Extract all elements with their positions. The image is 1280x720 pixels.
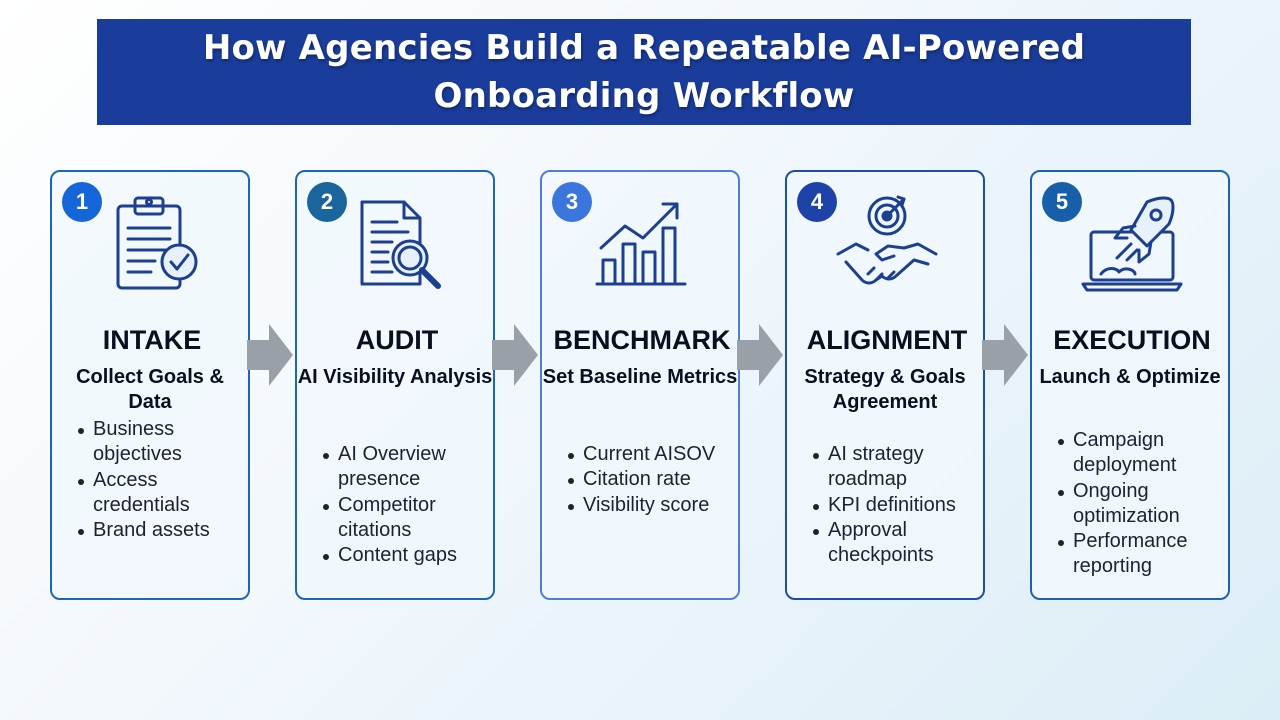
title-banner: How Agencies Build a Repeatable AI-Power… [97, 19, 1191, 125]
step-bullet: Ongoing optimization [1056, 479, 1224, 530]
page-title: How Agencies Build a Repeatable AI-Power… [202, 28, 1086, 116]
step-card-alignment: 4 ALIGNMENT Strategy & Goals Agreement A… [785, 170, 985, 600]
step-card-execution: 5 EXECUTION Launch & Optimize Campaign d… [1030, 170, 1230, 600]
step-number-badge: 1 [62, 182, 102, 222]
growth-chart-icon [595, 202, 687, 286]
step-bullet: Campaign deployment [1056, 428, 1224, 479]
step-bullet: Access credentials [76, 468, 244, 519]
step-subtitle: Strategy & Goals Agreement [804, 366, 966, 413]
step-title: EXECUTION [1053, 325, 1211, 355]
step-bullet: Competitor citations [321, 493, 489, 544]
step-bullet: AI strategy roadmap [811, 442, 979, 493]
step-bullet-list: Campaign deployment Ongoing optimization… [1056, 428, 1224, 580]
flow-arrow-icon [492, 324, 538, 386]
step-card-intake: 1 INTAKE Collect Goals & Data Business o… [50, 170, 250, 600]
step-card-audit: 2 AUDIT AI Visibility Analysis AI Overvi… [295, 170, 495, 600]
rocket-laptop-icon [1081, 196, 1183, 292]
step-number-badge: 3 [552, 182, 592, 222]
step-number-badge: 5 [1042, 182, 1082, 222]
step-subtitle: Set Baseline Metrics [542, 366, 738, 388]
step-title: INTAKE [102, 325, 202, 355]
step-bullet: Brand assets [76, 518, 244, 543]
flow-arrow-icon [737, 324, 783, 386]
clipboard-check-icon [116, 196, 198, 290]
step-bullet: Visibility score [566, 493, 734, 518]
step-card-benchmark: 3 BENCHMARK Set Baseline Metrics Current… [540, 170, 740, 600]
step-bullet-list: Business objectives Access credentials B… [76, 417, 244, 543]
step-bullet: Business objectives [76, 417, 244, 468]
step-bullet: Approval checkpoints [811, 518, 979, 569]
flow-arrow-icon [247, 324, 293, 386]
step-bullet: AI Overview presence [321, 442, 489, 493]
step-title: BENCHMARK [553, 325, 731, 355]
step-bullet-list: AI strategy roadmap KPI definitions Appr… [811, 442, 979, 568]
step-bullet: Performance reporting [1056, 529, 1224, 580]
document-magnifier-icon [360, 200, 441, 289]
step-subtitle: AI Visibility Analysis [297, 366, 493, 388]
step-bullet: Content gaps [321, 543, 489, 568]
step-number-badge: 2 [307, 182, 347, 222]
step-title: AUDIT [355, 325, 439, 355]
step-bullet: Citation rate [566, 467, 734, 492]
step-number-badge: 4 [797, 182, 837, 222]
step-title: ALIGNMENT [806, 325, 968, 355]
step-subtitle: Launch & Optimize [1039, 366, 1221, 388]
step-bullet: KPI definitions [811, 493, 979, 518]
step-subtitle: Collect Goals & Data [76, 366, 224, 413]
step-bullet: Current AISOV [566, 442, 734, 467]
step-bullet-list: Current AISOV Citation rate Visibility s… [566, 442, 734, 518]
handshake-target-icon [836, 195, 938, 285]
step-bullet-list: AI Overview presence Competitor citation… [321, 442, 489, 568]
flow-arrow-icon [982, 324, 1028, 386]
